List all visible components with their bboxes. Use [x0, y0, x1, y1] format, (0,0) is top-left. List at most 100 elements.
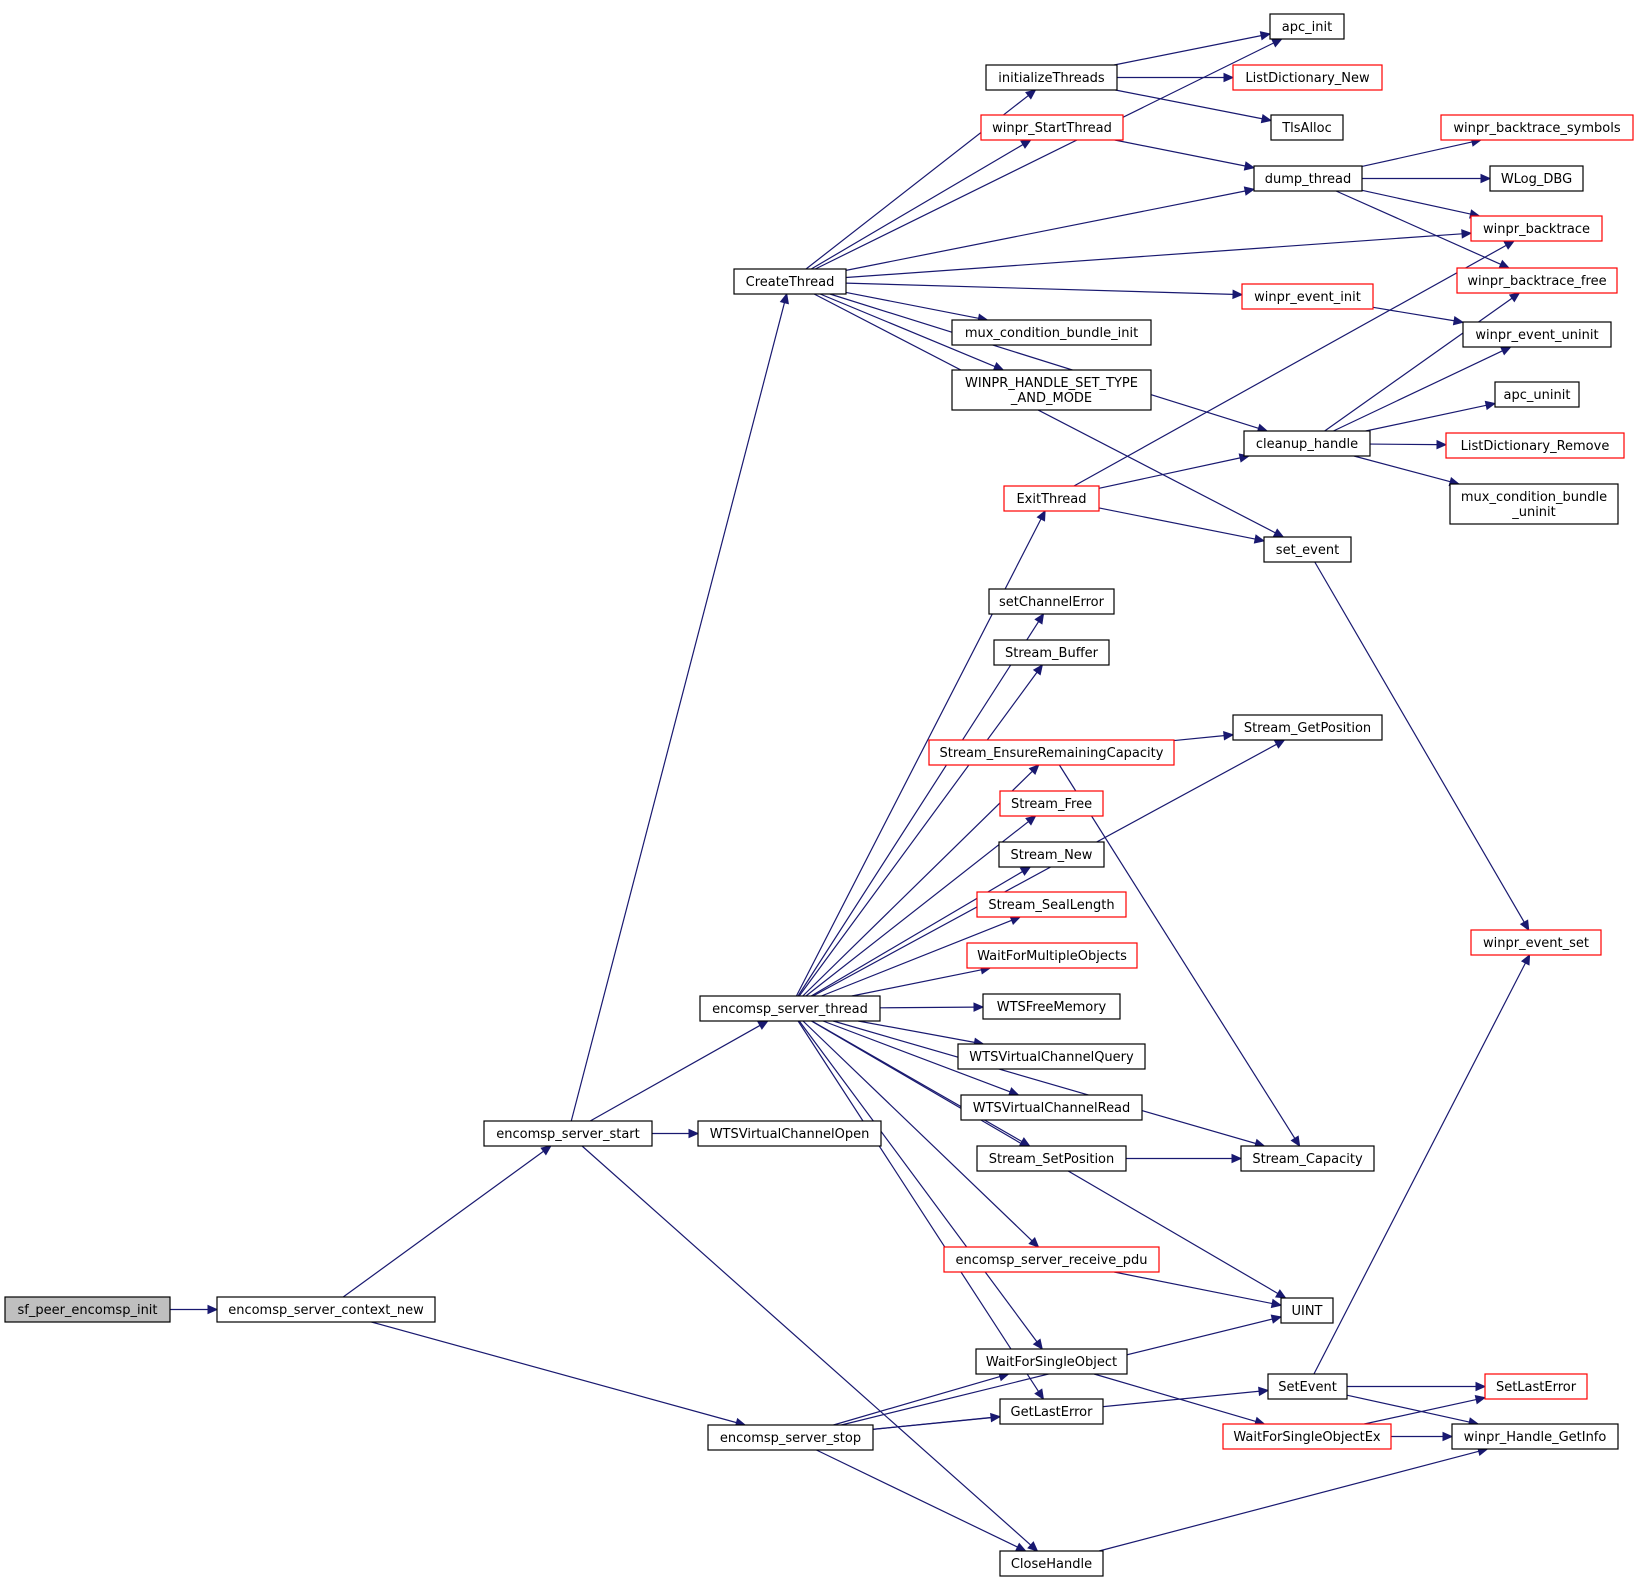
edge-arrowhead: [1223, 72, 1235, 83]
node-apc_init[interactable]: apc_init: [1269, 13, 1345, 40]
node-label: Stream_Buffer: [1005, 646, 1099, 661]
node-winpr_backtrace_free[interactable]: winpr_backtrace_free: [1456, 267, 1618, 294]
node-box: [1270, 114, 1344, 141]
node-WINPR_HANDLE_SET_TYPE_AND_MODE[interactable]: WINPR_HANDLE_SET_TYPE_AND_MODE: [951, 369, 1152, 411]
node-box: [1470, 215, 1603, 242]
node-Stream_Buffer[interactable]: Stream_Buffer: [993, 639, 1110, 666]
node-winpr_Handle_GetInfo[interactable]: winpr_Handle_GetInfo: [1451, 1423, 1619, 1450]
node-GetLastError[interactable]: GetLastError: [999, 1398, 1104, 1425]
node-label: mux_condition_bundle_init: [965, 326, 1138, 341]
node-winpr_event_set[interactable]: winpr_event_set: [1470, 929, 1602, 956]
node-encomsp_server_receive_pdu[interactable]: encomsp_server_receive_pdu: [943, 1246, 1160, 1273]
edge-encomsp_server_stop-to-CloseHandle: [816, 1449, 1018, 1548]
edge-arrowhead: [1503, 240, 1516, 250]
edge-arrowhead: [1232, 289, 1244, 300]
node-ExitThread[interactable]: ExitThread: [1003, 485, 1100, 512]
edge-arrowhead: [1274, 1289, 1287, 1299]
node-label: CreateThread: [746, 275, 835, 290]
edge-set_event-to-winpr_event_set: [1314, 561, 1525, 923]
edge-winpr_event_init-to-winpr_event_uninit: [1372, 306, 1455, 322]
node-WTSVirtualChannelOpen[interactable]: WTSVirtualChannelOpen: [697, 1120, 882, 1147]
edge-arrowhead: [540, 1145, 552, 1156]
node-TlsAlloc[interactable]: TlsAlloc: [1270, 114, 1344, 141]
edge-arrowhead: [973, 1002, 985, 1012]
node-box: [1494, 381, 1580, 408]
node-box: [1280, 1297, 1334, 1324]
node-box: [1470, 929, 1602, 956]
edge-arrowhead: [1452, 315, 1465, 326]
node-WaitForSingleObjectEx[interactable]: WaitForSingleObjectEx: [1222, 1423, 1392, 1450]
node-cleanup_handle[interactable]: cleanup_handle: [1243, 430, 1371, 457]
node-label: dump_thread: [1265, 172, 1352, 187]
node-WLog_DBG[interactable]: WLog_DBG: [1489, 165, 1584, 192]
edge-arrowhead: [1273, 739, 1286, 749]
node-box: [999, 1398, 1104, 1425]
edge-encomsp_server_thread-to-setChannelError: [797, 621, 1040, 997]
node-SetEvent[interactable]: SetEvent: [1267, 1373, 1348, 1400]
node-WaitForMultipleObjects[interactable]: WaitForMultipleObjects: [966, 942, 1138, 969]
edge-arrowhead: [1498, 259, 1511, 269]
node-ListDictionary_New[interactable]: ListDictionary_New: [1232, 64, 1383, 91]
edge-arrowhead: [1036, 509, 1046, 522]
node-Stream_SetPosition[interactable]: Stream_SetPosition: [976, 1145, 1127, 1172]
node-Stream_Capacity[interactable]: Stream_Capacity: [1240, 1145, 1375, 1172]
node-WaitForSingleObject[interactable]: WaitForSingleObject: [975, 1348, 1128, 1375]
node-winpr_event_uninit[interactable]: winpr_event_uninit: [1462, 321, 1612, 348]
edge-arrowhead: [1009, 916, 1022, 925]
node-mux_condition_bundle_init[interactable]: mux_condition_bundle_init: [951, 319, 1152, 346]
node-winpr_StartThread[interactable]: winpr_StartThread: [980, 114, 1124, 141]
node-ListDictionary_Remove[interactable]: ListDictionary_Remove: [1445, 432, 1625, 459]
node-WTSFreeMemory[interactable]: WTSFreeMemory: [982, 993, 1121, 1020]
edge-arrowhead: [1259, 31, 1272, 41]
node-apc_uninit[interactable]: apc_uninit: [1494, 381, 1580, 408]
node-label: WTSVirtualChannelRead: [973, 1101, 1131, 1116]
node-set_event[interactable]: set_event: [1263, 536, 1352, 563]
node-winpr_event_init[interactable]: winpr_event_init: [1241, 283, 1374, 310]
node-box: [1449, 483, 1619, 525]
edge-encomsp_server_thread-to-Stream_Buffer: [798, 671, 1038, 997]
node-encomsp_server_thread[interactable]: encomsp_server_thread: [699, 995, 881, 1022]
node-dump_thread[interactable]: dump_thread: [1253, 165, 1363, 192]
edge-cleanup_handle-to-winpr_backtrace_free: [1324, 297, 1513, 432]
node-box: [1267, 1373, 1348, 1400]
node-Stream_EnsureRemainingCapacity[interactable]: Stream_EnsureRemainingCapacity: [928, 739, 1175, 766]
edge-encomsp_server_thread-to-WaitForSingleObject: [798, 1020, 1038, 1343]
node-encomsp_server_start[interactable]: encomsp_server_start: [483, 1120, 653, 1147]
node-encomsp_server_stop[interactable]: encomsp_server_stop: [707, 1424, 874, 1451]
node-box: [993, 639, 1110, 666]
node-sf_peer_encomsp_init[interactable]: sf_peer_encomsp_init: [4, 1296, 171, 1323]
node-box: [998, 841, 1105, 868]
node-label: Stream_SealLength: [988, 898, 1114, 913]
node-label: cleanup_handle: [1256, 437, 1358, 452]
node-Stream_Free[interactable]: Stream_Free: [999, 790, 1104, 817]
edge-arrowhead: [1243, 161, 1256, 171]
edge-dump_thread-to-winpr_backtrace_free: [1335, 190, 1501, 265]
node-CreateThread[interactable]: CreateThread: [733, 268, 847, 295]
node-mux_condition_bundle_uninit[interactable]: mux_condition_bundle_uninit: [1449, 483, 1619, 525]
node-box: [957, 1043, 1146, 1070]
node-CloseHandle[interactable]: CloseHandle: [999, 1550, 1104, 1577]
edge-arrowhead: [1025, 89, 1037, 100]
node-Stream_New[interactable]: Stream_New: [998, 841, 1105, 868]
node-label: TlsAlloc: [1281, 121, 1332, 136]
node-initializeThreads[interactable]: initializeThreads: [985, 64, 1118, 91]
node-SetLastError[interactable]: SetLastError: [1484, 1373, 1588, 1400]
node-box: [1269, 13, 1345, 40]
node-label: WTSVirtualChannelOpen: [710, 1127, 870, 1142]
node-winpr_backtrace_symbols[interactable]: winpr_backtrace_symbols: [1440, 114, 1634, 141]
edge-CreateThread-to-cleanup_handle: [829, 293, 1259, 429]
node-label: winpr_backtrace: [1483, 222, 1590, 237]
node-WTSVirtualChannelQuery[interactable]: WTSVirtualChannelQuery: [957, 1043, 1146, 1070]
node-setChannelError[interactable]: setChannelError: [988, 588, 1115, 615]
edge-arrowhead: [1019, 1137, 1031, 1147]
node-winpr_backtrace[interactable]: winpr_backtrace: [1470, 215, 1603, 242]
node-UINT[interactable]: UINT: [1280, 1297, 1334, 1324]
node-WTSVirtualChannelRead[interactable]: WTSVirtualChannelRead: [960, 1094, 1143, 1121]
node-Stream_SealLength[interactable]: Stream_SealLength: [976, 891, 1127, 918]
node-encomsp_server_context_new[interactable]: encomsp_server_context_new: [216, 1296, 436, 1323]
node-Stream_GetPosition[interactable]: Stream_GetPosition: [1232, 714, 1383, 741]
edge-encomsp_server_context_new-to-encomsp_server_start: [342, 1150, 544, 1298]
node-box: [216, 1296, 436, 1323]
edge-cleanup_handle-to-winpr_event_uninit: [1333, 350, 1503, 432]
